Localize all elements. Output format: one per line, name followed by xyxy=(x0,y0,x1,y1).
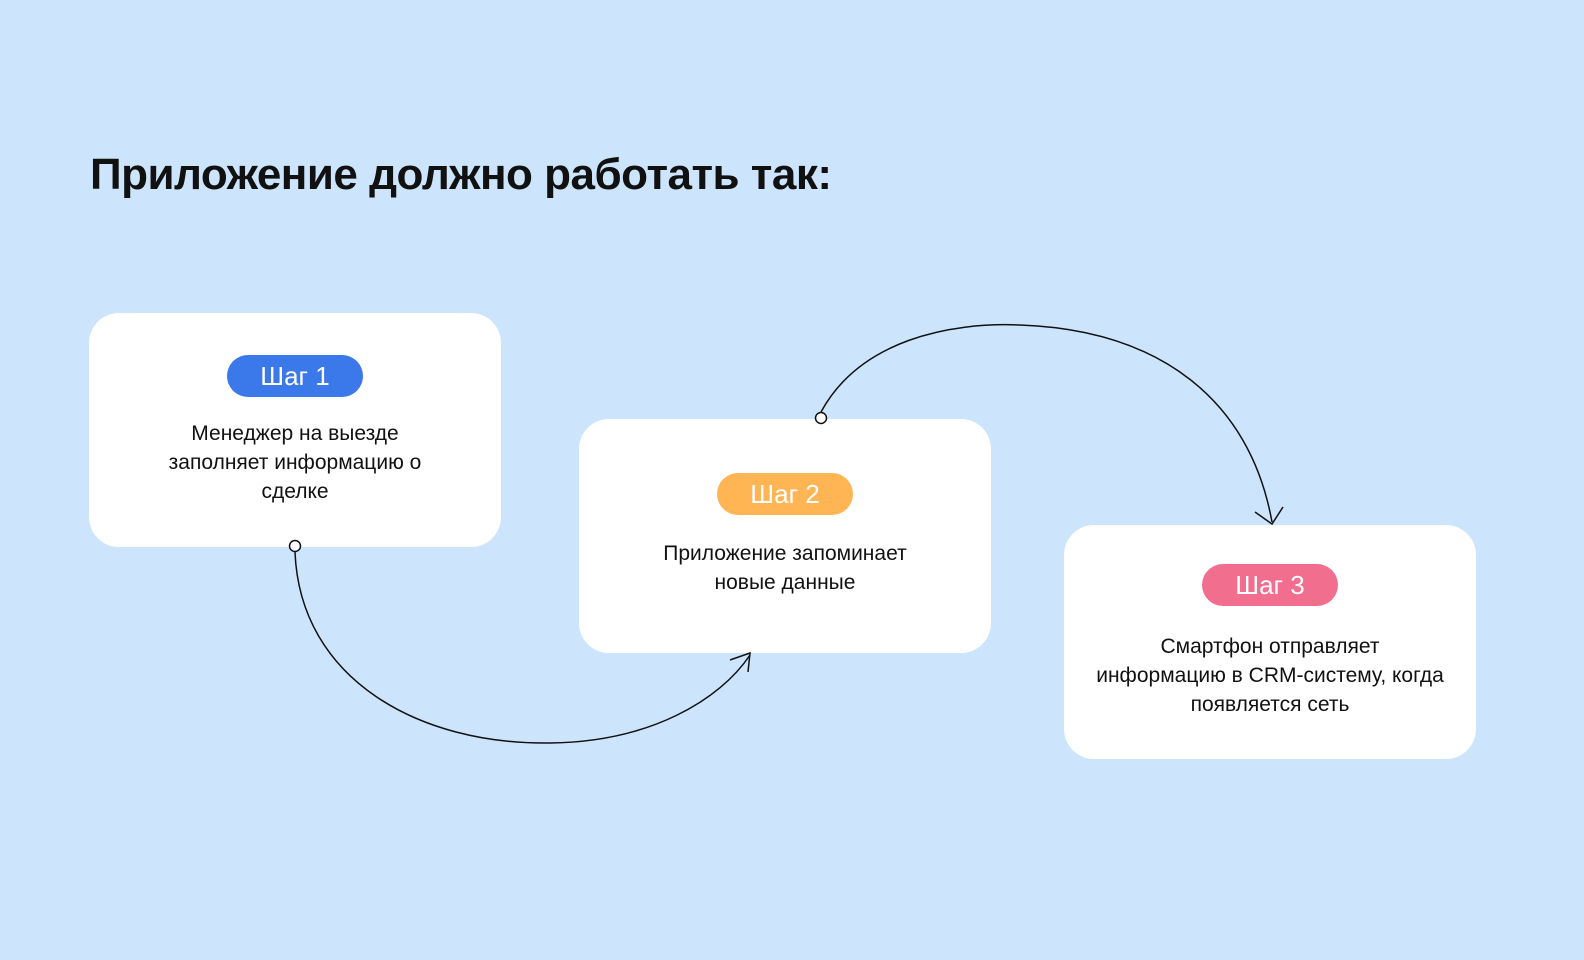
step-badge: Шаг 2 xyxy=(717,473,853,515)
arrow-2-to-3 xyxy=(814,323,1284,526)
step-text: Менеджер на выезде заполняет информацию … xyxy=(168,422,422,503)
step-card-2: Шаг 2 Приложение запоминает новые данные xyxy=(579,419,991,653)
step-badge: Шаг 1 xyxy=(227,355,363,397)
page-title: Приложение должно работать так: xyxy=(90,150,832,199)
arrow-1-to-2 xyxy=(288,539,751,744)
step-card-3: Шаг 3 Смартфон отправляет информацию в C… xyxy=(1064,525,1476,759)
step-text: Приложение запоминает новые данные xyxy=(663,542,907,594)
step-card-1: Шаг 1 Менеджер на выезде заполняет инфор… xyxy=(89,313,501,547)
step-badge: Шаг 3 xyxy=(1202,564,1338,606)
step-text: Смартфон отправляет информацию в CRM-сис… xyxy=(1096,635,1444,716)
